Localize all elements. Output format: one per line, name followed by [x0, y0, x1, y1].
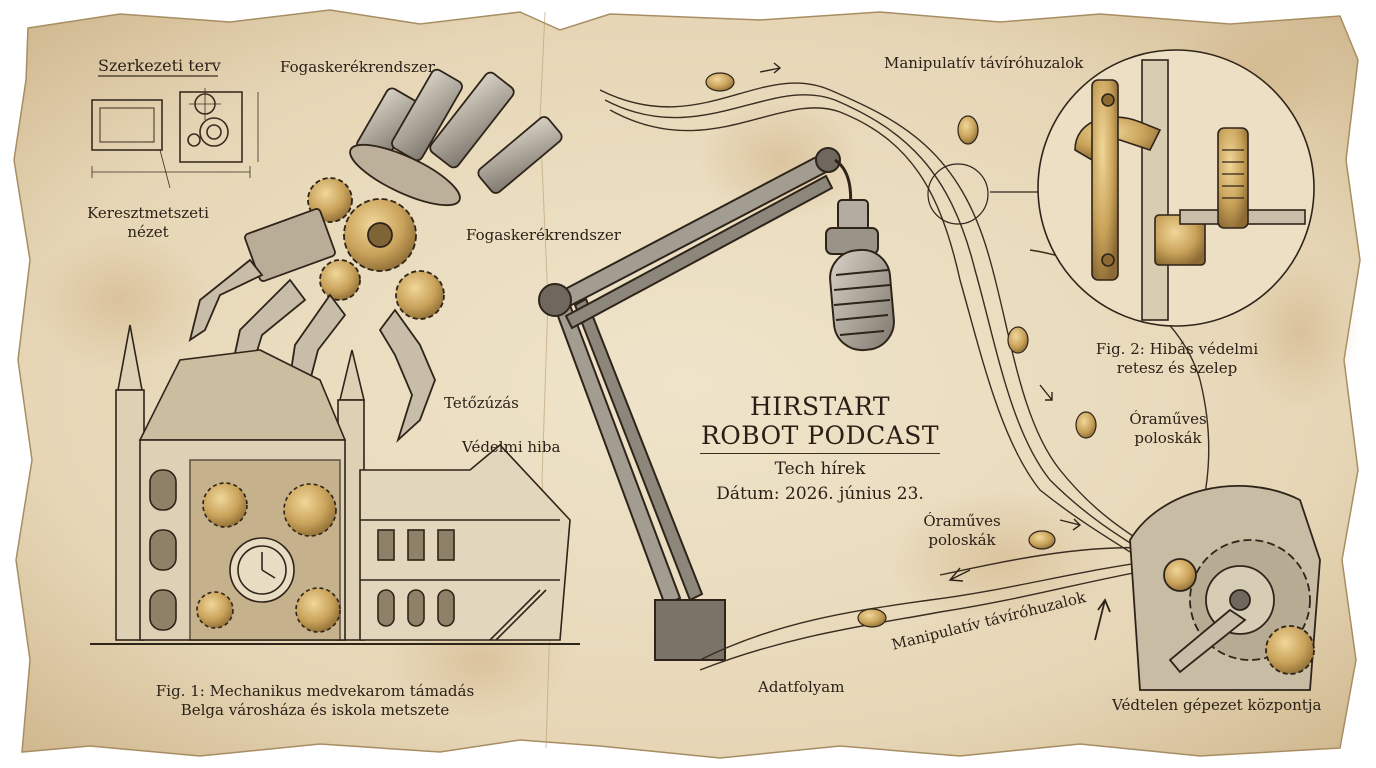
telegraph-wires	[599, 82, 1210, 671]
data-stream-label: Adatfolyam	[758, 678, 845, 696]
fig2-caption: Fig. 2: Hibás védelmi retesz és szelep	[1095, 340, 1259, 377]
flow-arrows	[759, 62, 1082, 582]
clockwork-bugs-label-center: Óraműves poloskák	[923, 512, 1001, 549]
manipulative-wires-label-top: Manipulatív távíróhuzalok	[884, 54, 1084, 72]
podcast-title-block: HIRSTART ROBOT PODCAST Tech hírek Dátum:…	[690, 392, 950, 506]
unprotected-core-label: Védtelen gépezet központja	[1112, 696, 1322, 714]
floor-plan-drawing	[91, 75, 259, 189]
title-divider	[700, 453, 940, 454]
podcast-date: Dátum: 2026. június 23.	[716, 484, 924, 504]
podcast-title-line1: HIRSTART	[749, 392, 891, 421]
fig2-inset	[927, 49, 1315, 327]
structural-plan-label: Szerkezeti terv	[98, 56, 221, 75]
protection-fault-label: Védelmi hiba	[462, 438, 561, 456]
stain	[30, 230, 210, 370]
cross-section-label: Keresztmetszeti nézet	[87, 204, 209, 241]
podcast-title-line2: ROBOT PODCAST	[700, 421, 940, 450]
roof-smash-label: Tetőzúzás	[444, 394, 519, 412]
clockwork-bugs-label-right: Óraműves poloskák	[1129, 410, 1207, 447]
podcast-subtitle: Tech hírek	[774, 459, 866, 479]
microphone-boom-arm	[538, 147, 895, 661]
town-hall-building	[90, 324, 580, 645]
fig1-caption: Fig. 1: Mechanikus medvekarom támadás Be…	[155, 682, 475, 719]
clockwork-bugs	[705, 72, 1097, 628]
stain	[890, 490, 1110, 630]
unprotected-machinery-core	[1094, 485, 1321, 691]
gear-system-label-side: Fogaskerékrendszer	[466, 226, 621, 244]
gear-system-label-top: Fogaskerékrendszer	[280, 58, 435, 76]
